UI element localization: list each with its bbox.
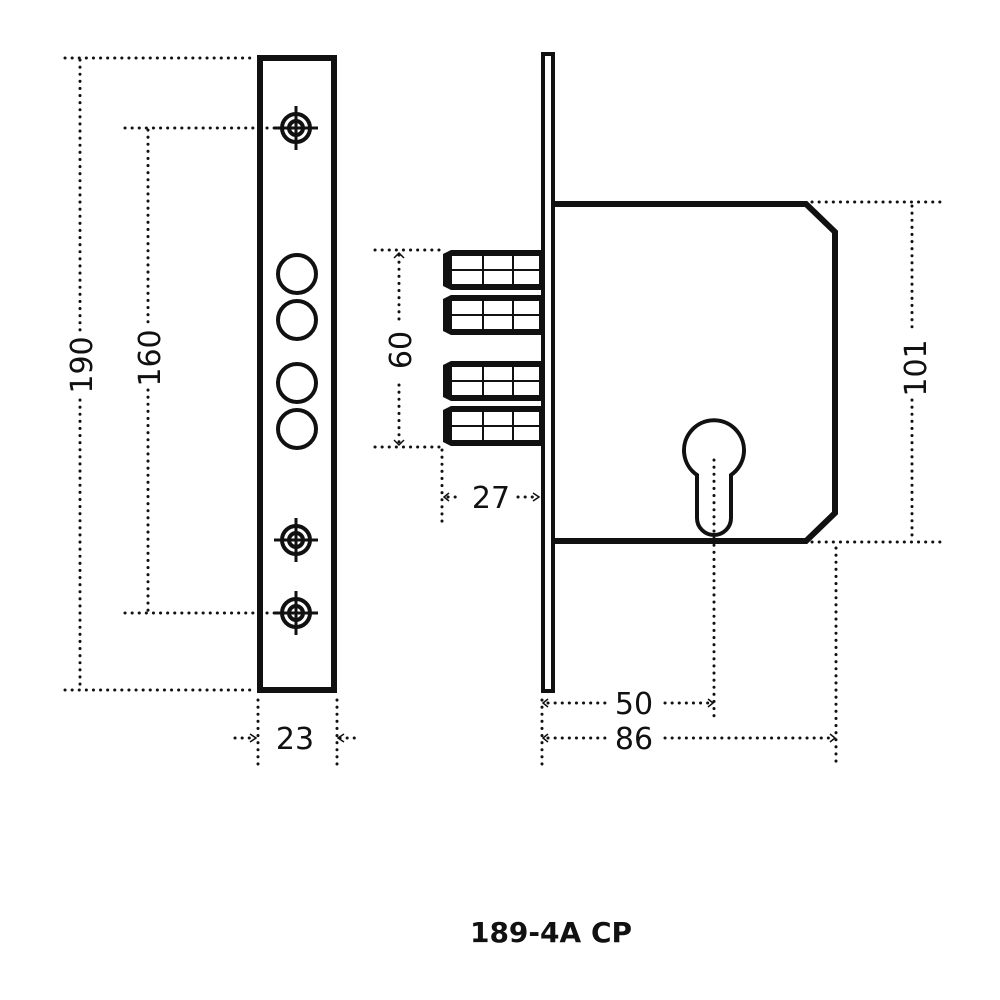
cylinder-hole — [682, 418, 746, 537]
bolt — [443, 250, 541, 290]
lock-side-view — [443, 52, 838, 693]
bolt-hole — [276, 299, 318, 341]
bolt — [443, 295, 541, 335]
dimension-label-160: 160 — [133, 329, 168, 386]
faceplate-front-view — [257, 55, 337, 693]
dimension-label-101: 101 — [899, 339, 934, 396]
screw-hole-icon — [274, 106, 318, 150]
dimension-label-60: 60 — [384, 331, 419, 369]
faceplate-outline — [257, 55, 337, 693]
dimension-label-50: 50 — [615, 687, 653, 722]
dimension-label-86: 86 — [615, 722, 653, 757]
dimension-lines-right — [373, 200, 942, 767]
dimension-label-23: 23 — [276, 722, 314, 757]
faceplate-side — [541, 52, 555, 693]
bolt-hole — [276, 408, 318, 450]
bolt-hole — [276, 362, 318, 404]
model-title: 189-4A CP — [470, 916, 632, 949]
bolt-hole — [276, 253, 318, 295]
dimension-label-190: 190 — [65, 336, 100, 393]
screw-hole-icon — [274, 518, 318, 562]
dimension-label-27: 27 — [472, 481, 510, 516]
bolt — [443, 361, 541, 401]
bolts — [443, 250, 541, 446]
bolt — [443, 406, 541, 446]
screw-hole-icon — [274, 591, 318, 635]
dimension-lines-left — [63, 56, 362, 767]
lock-case — [555, 201, 838, 544]
